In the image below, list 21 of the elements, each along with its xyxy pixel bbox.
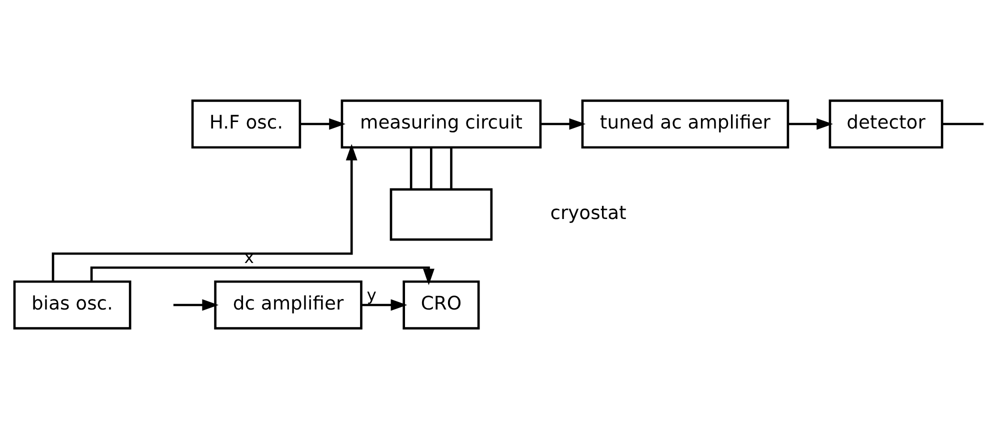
node-box: CRO	[402, 280, 480, 330]
arrow	[788, 118, 833, 130]
node-box: bias osc.	[13, 280, 132, 330]
node-box: measuring circuit	[340, 100, 542, 149]
arrow	[362, 299, 408, 311]
connector	[410, 148, 412, 190]
node-box: H.F osc.	[191, 100, 302, 149]
node-box	[390, 188, 493, 241]
edge-label: y	[366, 286, 376, 305]
node-box: detector	[828, 100, 944, 149]
arrow	[90, 266, 434, 286]
connector	[430, 148, 432, 190]
arrow	[540, 118, 586, 130]
connector	[942, 122, 984, 126]
arrow	[173, 299, 219, 311]
connector	[450, 148, 452, 190]
node-box: dc amplifier	[214, 280, 362, 330]
arrow	[300, 118, 346, 130]
node-label: cryostat	[550, 202, 626, 224]
arrow	[52, 144, 358, 282]
node-box: tuned ac amplifier	[581, 100, 790, 149]
